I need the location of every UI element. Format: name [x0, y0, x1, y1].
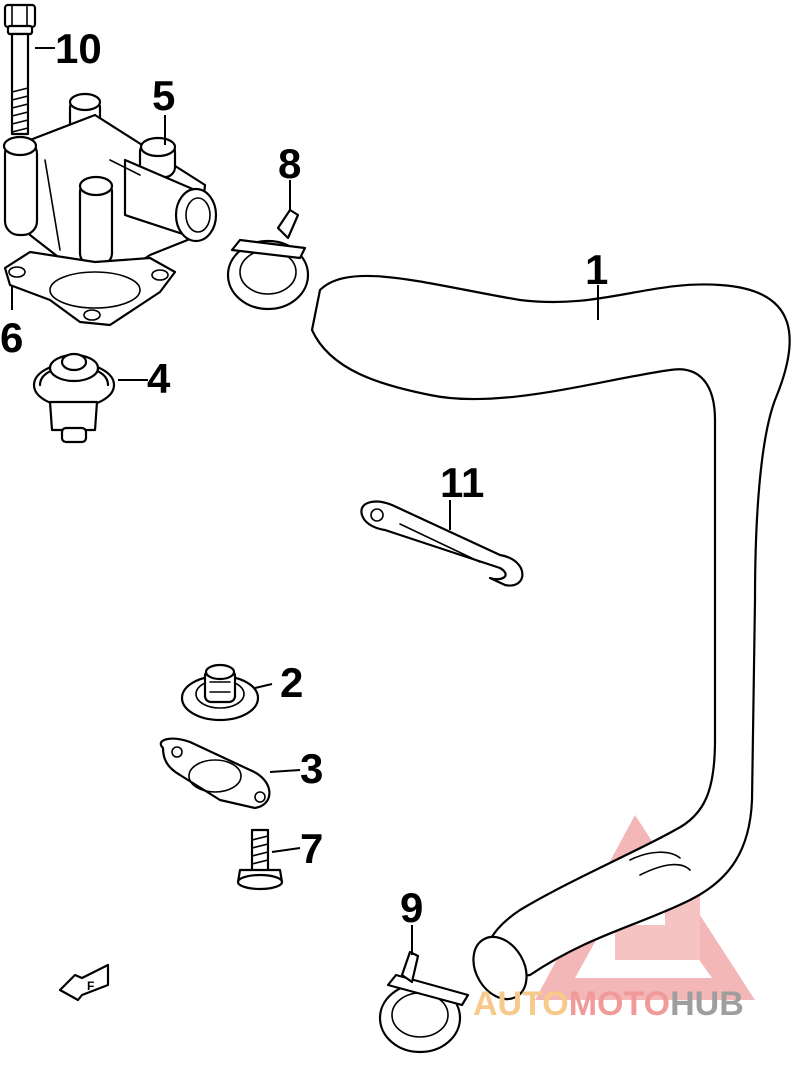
valve-gasket	[159, 737, 271, 810]
upper-hose-clamp	[226, 208, 310, 311]
front-arrow-label: F	[87, 979, 94, 993]
callout-2: 2	[280, 659, 303, 706]
housing-gasket	[3, 250, 177, 327]
valve-bolt	[236, 828, 284, 891]
leader-lines	[11, 47, 599, 955]
watermark-moto: MOTO	[569, 985, 670, 1023]
callout-7: 7	[300, 825, 323, 872]
thermostat	[32, 352, 116, 444]
callout-8: 8	[278, 140, 301, 187]
air-bleed-valve	[180, 663, 260, 722]
callout-5: 5	[152, 72, 175, 119]
lower-hose-clamp	[378, 950, 470, 1054]
callout-9: 9	[400, 884, 423, 931]
callout-3: 3	[300, 745, 323, 792]
thermostat-housing	[2, 92, 218, 277]
watermark-auto: AUTO	[473, 985, 569, 1023]
watermark-text: AUTOMOTOHUB	[473, 985, 744, 1023]
housing-bolt	[3, 3, 37, 136]
watermark-hub: HUB	[670, 985, 744, 1023]
radiator-hose	[310, 274, 791, 1001]
callout-6: 6	[0, 314, 23, 361]
callout-10: 10	[55, 25, 102, 72]
front-arrow-icon: F	[58, 963, 110, 1002]
callout-1: 1	[585, 246, 608, 293]
callout-4: 4	[147, 355, 171, 402]
hose-bracket	[360, 500, 524, 587]
callout-11: 11	[440, 459, 484, 506]
